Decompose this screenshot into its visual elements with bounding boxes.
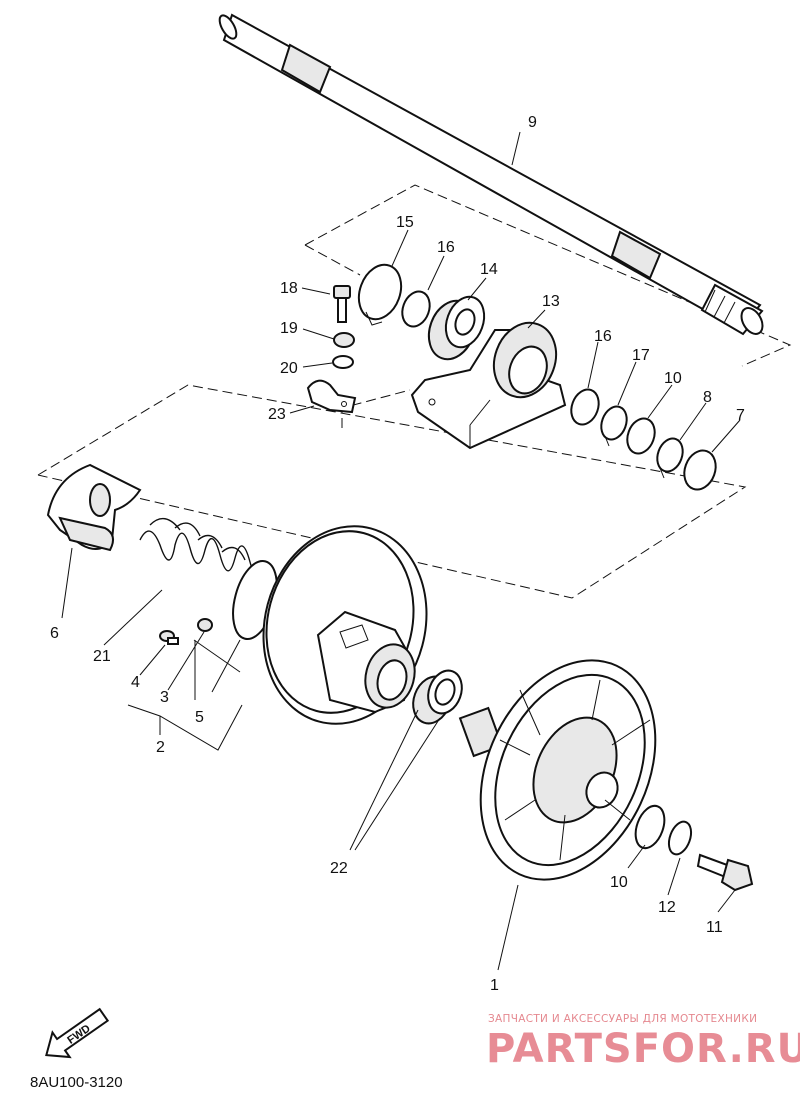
washer-part-16-upper[interactable] xyxy=(398,288,435,331)
part-label-3: 3 xyxy=(160,689,169,706)
part-label-8: 8 xyxy=(703,389,712,406)
bearing-housing-part-13[interactable] xyxy=(410,314,567,450)
part-label-12: 12 xyxy=(658,899,676,916)
screw-part-3[interactable] xyxy=(197,618,213,632)
watermark-tagline: ЗАПЧАСТИ И АКСЕССУАРЫ ДЛЯ МОТОТЕХНИКИ xyxy=(488,1013,757,1025)
part-label-6: 6 xyxy=(50,625,59,642)
washer-part-7[interactable] xyxy=(679,446,721,494)
part-label-18: 18 xyxy=(280,280,298,297)
part-label-11: 11 xyxy=(706,919,723,936)
washer-part-16-lower[interactable] xyxy=(567,386,604,429)
part-label-4: 4 xyxy=(131,674,140,691)
nut-part-19[interactable] xyxy=(333,332,355,348)
bolt-part-11[interactable] xyxy=(696,853,754,892)
washer-part-20[interactable] xyxy=(332,355,354,369)
part-labels: 9 15 16 14 13 16 17 10 8 7 18 19 20 23 6… xyxy=(50,114,745,994)
part-label-13: 13 xyxy=(542,293,560,310)
circlip-part-17[interactable] xyxy=(597,403,631,447)
part-label-22: 22 xyxy=(330,860,348,877)
part-label-1: 1 xyxy=(490,977,499,994)
clamp-part-23[interactable] xyxy=(306,379,357,414)
part-label-16b: 16 xyxy=(594,328,612,345)
washer-part-10-upper[interactable] xyxy=(623,415,660,458)
circlip-part-15[interactable] xyxy=(352,259,409,326)
part-label-20: 20 xyxy=(280,360,298,377)
bearing-part-14[interactable] xyxy=(421,291,491,365)
spring-part-21[interactable] xyxy=(139,517,266,580)
part-label-7: 7 xyxy=(736,407,745,424)
part-label-10b: 10 xyxy=(610,874,628,891)
shaft-part-9[interactable] xyxy=(216,13,766,338)
part-label-23: 23 xyxy=(268,406,286,423)
part-label-14: 14 xyxy=(480,261,498,278)
bushing-part-22[interactable] xyxy=(407,666,468,729)
watermark-site: PARTSFOR.RU xyxy=(486,1026,800,1072)
part-label-17: 17 xyxy=(632,347,650,364)
part-label-16a: 16 xyxy=(437,239,455,256)
part-label-19: 19 xyxy=(280,320,298,337)
part-label-21: 21 xyxy=(93,648,111,665)
circlip-part-8[interactable] xyxy=(653,435,687,479)
sheave-part-2[interactable] xyxy=(225,508,448,743)
bolt-part-18[interactable] xyxy=(333,285,351,323)
drawing-code: 8AU100-3120 xyxy=(30,1074,123,1091)
part-label-10a: 10 xyxy=(664,370,682,387)
leader-lines xyxy=(61,131,741,971)
cam-part-6[interactable] xyxy=(46,463,142,552)
screw-part-4[interactable] xyxy=(159,630,179,645)
watermark: ЗАПЧАСТИ И АКСЕССУАРЫ ДЛЯ МОТОТЕХНИКИ PA… xyxy=(486,1013,800,1072)
washer-part-12[interactable] xyxy=(665,819,695,858)
part-label-9: 9 xyxy=(528,114,537,131)
fixed-sheave-part-1[interactable] xyxy=(447,632,689,908)
forward-arrow-icon: FWD xyxy=(45,1007,110,1059)
part-label-15: 15 xyxy=(396,214,414,231)
part-label-5: 5 xyxy=(195,709,204,726)
part-label-2: 2 xyxy=(156,739,165,756)
